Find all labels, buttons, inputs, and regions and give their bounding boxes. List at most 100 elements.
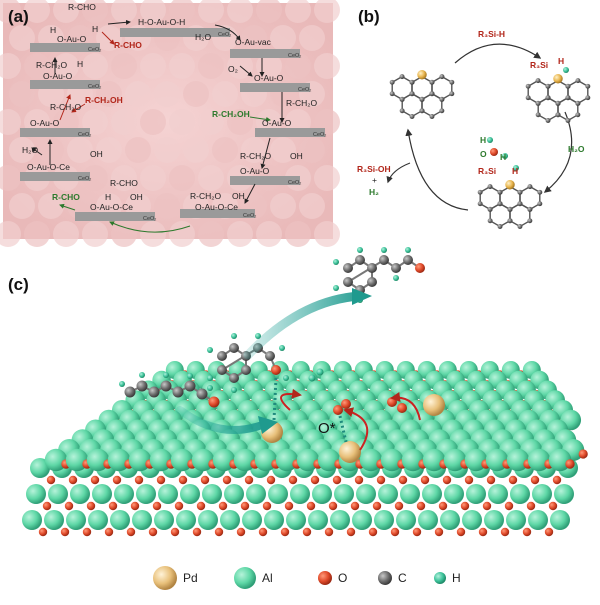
background-sphere [212,137,238,163]
carbon-atom [527,184,533,190]
background-sphere [82,53,108,79]
o-atom [244,475,254,485]
active-oxygen-label: O* [318,420,336,437]
carbon-atom [507,218,513,224]
adsorption-arrow [176,406,266,434]
species-s5: R-CHO [114,40,142,50]
o-atom [333,405,343,415]
o-atom [324,527,334,537]
aromatic-ring [401,92,423,118]
background-sphere [198,0,224,23]
carbon-atom [487,206,493,212]
support-label: CeO₂ [143,216,156,222]
h-atom [231,387,237,393]
catalyst-molecule [525,73,591,123]
background-sphere [270,25,296,51]
o-atom [64,501,74,511]
al-atom [44,510,64,530]
o-atom [156,475,166,485]
species-s34: OH [232,191,245,201]
al-atom [352,510,372,530]
background-sphere [285,0,311,23]
background-sphere [111,165,137,191]
support-label: CeO₂ [78,132,91,138]
o-atom [456,527,466,537]
surface-slab [20,172,90,181]
background-sphere [198,165,224,191]
o-atom [90,475,100,485]
carbon-atom [527,218,533,224]
background-sphere [96,137,122,163]
carbon-atom [487,184,493,190]
o-atom [38,527,48,537]
carbon-atom [575,100,581,106]
species-s22: H₂O [22,145,38,155]
catalyst-molecule [477,179,543,229]
h-atom [139,372,145,378]
background-sphere [169,221,195,247]
carbon-atom [517,201,523,207]
aromatic-ring [489,202,511,228]
background-sphere [53,53,79,79]
species-s19: R-CH₂O [286,98,318,108]
c-atom [172,386,184,398]
o-atom [46,475,56,485]
mechanism-arrow [107,19,131,25]
al-atom [220,510,240,530]
al-atom [22,510,42,530]
species-s7: H₂O [195,32,211,42]
background-sphere [154,137,180,163]
product-h2-label: H₂ [369,187,379,197]
legend-swatch-pd [153,566,177,590]
carbon-atom [525,83,531,89]
species-s12: O₂ [228,64,238,74]
adsorption-bond [272,377,278,421]
h-atom [357,247,363,253]
al-atom [374,510,394,530]
species-s25: R-CH₂O [240,151,272,161]
background-sphere [256,221,282,247]
o-atom [415,263,425,273]
al-atom [224,484,244,504]
background-sphere [0,0,21,23]
o-atom [126,527,136,537]
carbon-atom [429,91,435,97]
background-sphere [67,137,93,163]
carbon-atom [535,78,541,84]
alumina-slab [22,361,588,537]
o-atom [42,501,52,511]
species-s26: OH [290,151,303,161]
c-atom [217,351,227,361]
oxygen-transfer-arrow-3 [390,392,421,421]
carbon-atom [439,108,445,114]
o-atom [271,365,281,375]
catalyst-molecule [389,69,455,119]
species-s11: O-Au-O [43,71,73,81]
o-atom [460,501,470,511]
o-atom [218,501,228,511]
h-label-4: H [500,152,506,162]
support-label: CeO₂ [298,87,311,93]
c-atom [229,373,239,383]
h-atom [119,381,125,387]
carbon-atom [497,189,503,195]
adsorption-arrow-head [258,416,278,434]
carbon-atom [517,224,523,229]
al-atom [550,510,570,530]
legend-label-h: H [452,571,461,585]
background-sphere [24,0,50,23]
species-s28: R-CHO [110,178,138,188]
pd-atom [339,441,361,463]
background-sphere [198,53,224,79]
background-sphere [38,137,64,163]
al-atom [378,484,398,504]
background-sphere [169,109,195,135]
aromatic-ring [421,92,443,118]
o-atom [486,475,496,485]
background-sphere [0,165,21,191]
o-atom [262,501,272,511]
o-atom [398,475,408,485]
carbon-atom [449,79,455,85]
